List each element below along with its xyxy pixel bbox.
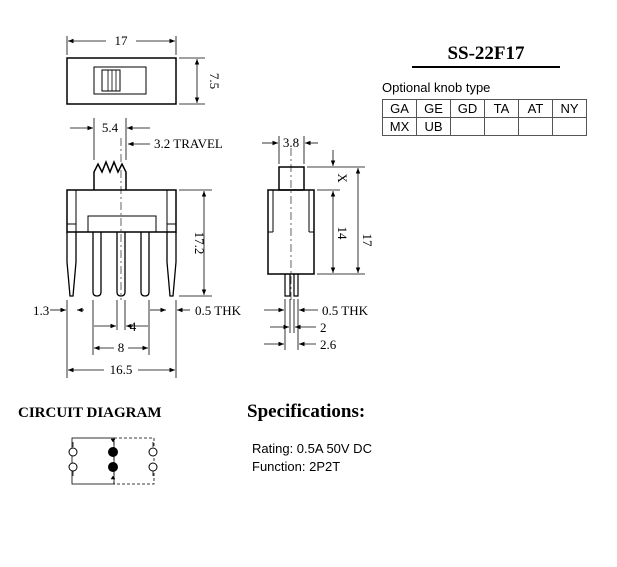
circuit-diagram (68, 437, 158, 485)
front-view (50, 118, 212, 378)
circuit-diagram-title: CIRCUIT DIAGRAM (18, 405, 162, 421)
spec-rating: Rating: 0.5A 50V DC (252, 441, 372, 456)
side-view-x-dim: X (335, 173, 350, 183)
table-cell: GD (450, 99, 485, 118)
top-view-body (66, 57, 177, 105)
table-cell: NY (552, 99, 587, 118)
table-cell (518, 117, 553, 136)
table-cell: GE (416, 99, 451, 118)
top-view (66, 36, 205, 105)
table-cell (450, 117, 485, 136)
spec-function: Function: 2P2T (252, 459, 341, 474)
table-cell: TA (484, 99, 519, 118)
front-view-travel-dim: 3.2 TRAVEL (154, 136, 223, 151)
side-view-pin-dim: 2 (320, 320, 327, 335)
front-view-width-dim: 16.5 (110, 362, 133, 377)
table-row: MX UB (382, 117, 587, 136)
terminal-open (68, 447, 78, 457)
table-cell: UB (416, 117, 451, 136)
terminal-open (148, 462, 158, 472)
front-view-pitch-dim: 4 (130, 319, 137, 334)
terminal-common (108, 462, 118, 472)
side-view-total-dim: 17 (360, 234, 375, 248)
circuit-right-contact-box (113, 437, 155, 485)
side-view-knob-dim: 3.8 (283, 135, 299, 150)
table-cell: AT (518, 99, 553, 118)
table-cell (484, 117, 519, 136)
side-view-thk-dim: 0.5 THK (322, 303, 369, 318)
table-row: GA GE GD TA AT NY (382, 99, 587, 118)
specifications-title: Specifications: (247, 401, 366, 422)
side-view-width-dim: 2.6 (320, 337, 337, 352)
side-view (262, 136, 365, 350)
knob-type-table: GA GE GD TA AT NY MX UB (382, 99, 587, 136)
front-view-knob (93, 159, 127, 190)
terminal-common (108, 447, 118, 457)
front-view-outer-pin-dim: 8 (118, 340, 125, 355)
table-cell: GA (382, 99, 417, 118)
top-view-knob (93, 66, 147, 95)
front-view-housing (66, 189, 177, 233)
table-cell (552, 117, 587, 136)
side-view-knob (278, 166, 305, 191)
side-view-pins (284, 274, 299, 297)
terminal-open (68, 462, 78, 472)
knob-table-caption: Optional knob type (382, 80, 491, 95)
terminal-open (148, 447, 158, 457)
top-view-width-dim: 17 (115, 33, 129, 48)
front-view-edge-dim: 1.3 (33, 303, 49, 318)
top-view-height-dim: 7.5 (207, 73, 222, 89)
circuit-left-contact-box (71, 437, 115, 485)
table-cell: MX (382, 117, 417, 136)
front-view-pins (92, 232, 150, 297)
front-view-knob-dim: 5.4 (102, 120, 119, 135)
part-number-title: SS-22F17 (412, 43, 560, 68)
front-view-thk-dim: 0.5 THK (195, 303, 242, 318)
side-view-body-dim: 14 (335, 227, 350, 241)
front-view-height-dim: 17.2 (192, 232, 207, 255)
